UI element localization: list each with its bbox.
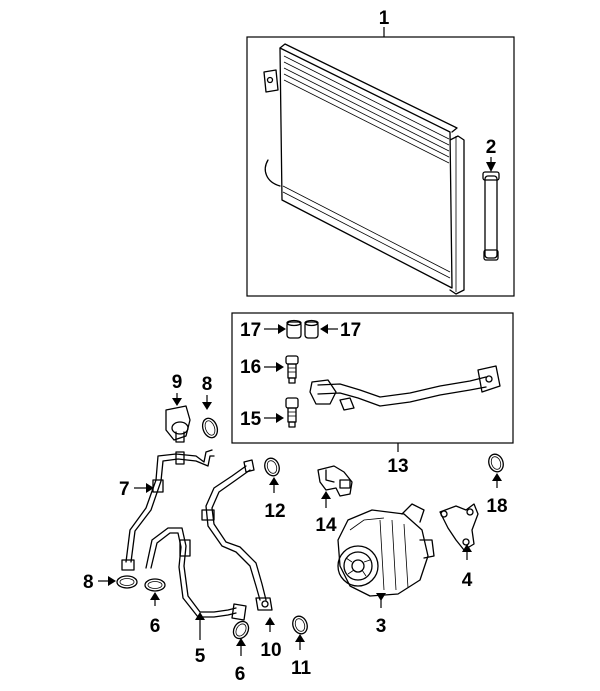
callout-3[interactable]: 3 [376, 616, 387, 637]
condenser-icon[interactable] [263, 43, 465, 295]
callout-1[interactable]: 1 [379, 8, 390, 29]
callout-4[interactable]: 4 [462, 570, 473, 591]
arrow-10 [265, 617, 275, 625]
line-group: 13 17 17 16 15 [231, 312, 514, 477]
arrow-17-right [320, 324, 328, 334]
arrow-8-bottom [108, 576, 116, 586]
compressor-icon[interactable] [337, 503, 435, 597]
callout-18[interactable]: 18 [486, 496, 507, 517]
callout-17-left[interactable]: 17 [240, 320, 261, 341]
callout-6-left[interactable]: 6 [150, 616, 161, 637]
arrow-16 [276, 362, 284, 372]
valve-cap-icon[interactable] [286, 319, 302, 339]
receiver-drier-icon[interactable] [482, 171, 500, 261]
callout-10[interactable]: 10 [260, 640, 281, 661]
o-ring-icon[interactable] [144, 578, 166, 592]
arrow-12 [269, 477, 279, 485]
callout-17-right[interactable]: 17 [340, 320, 361, 341]
hose-icon[interactable] [121, 449, 215, 571]
arrow-7 [146, 483, 154, 493]
hose-icon[interactable] [201, 459, 273, 611]
arrow-3 [376, 593, 386, 601]
service-valve-icon[interactable] [285, 355, 299, 384]
arrow-6-bottom [236, 638, 246, 646]
o-ring-icon[interactable] [290, 614, 309, 636]
arrow-4 [462, 544, 472, 552]
callout-13[interactable]: 13 [387, 456, 408, 477]
callout-7[interactable]: 7 [119, 479, 130, 500]
arrow-8-top [202, 402, 212, 410]
o-ring-icon[interactable] [200, 416, 220, 440]
line-group-box [231, 312, 514, 444]
callout-12[interactable]: 12 [264, 501, 285, 522]
callout-14[interactable]: 14 [315, 515, 337, 536]
callout-8-bottom[interactable]: 8 [83, 572, 94, 593]
bracket-icon[interactable] [317, 465, 353, 497]
bracket-icon[interactable] [439, 503, 479, 551]
callout-15[interactable]: 15 [240, 409, 262, 430]
callout-16[interactable]: 16 [240, 357, 261, 378]
arrow-15 [276, 413, 284, 423]
callout-8-top[interactable]: 8 [202, 374, 213, 395]
condenser-group: 1 2 [246, 8, 515, 297]
arrow-5 [195, 612, 205, 620]
o-ring-icon[interactable] [262, 456, 281, 478]
callout-9[interactable]: 9 [172, 372, 183, 393]
callout-5[interactable]: 5 [195, 646, 206, 667]
arrow-11 [295, 634, 305, 642]
condenser-box [246, 36, 515, 297]
arrow-9 [172, 398, 182, 406]
hose-icon[interactable] [145, 527, 247, 621]
callout-2[interactable]: 2 [486, 137, 497, 158]
hose-icon[interactable] [309, 365, 501, 411]
arrow-17-left [278, 324, 286, 334]
o-ring-icon[interactable] [230, 619, 251, 642]
o-ring-icon[interactable] [486, 452, 505, 474]
o-ring-icon[interactable] [116, 575, 138, 589]
callout-6-bottom[interactable]: 6 [235, 664, 246, 685]
arrow-18 [492, 473, 502, 481]
callout-11[interactable]: 11 [291, 658, 312, 679]
pressure-switch-icon[interactable] [165, 405, 191, 443]
arrow-2 [486, 162, 496, 172]
arrow-14 [321, 491, 331, 499]
valve-cap-icon[interactable] [304, 319, 319, 339]
arrow-6-left [150, 592, 160, 600]
service-valve-icon[interactable] [285, 397, 299, 428]
